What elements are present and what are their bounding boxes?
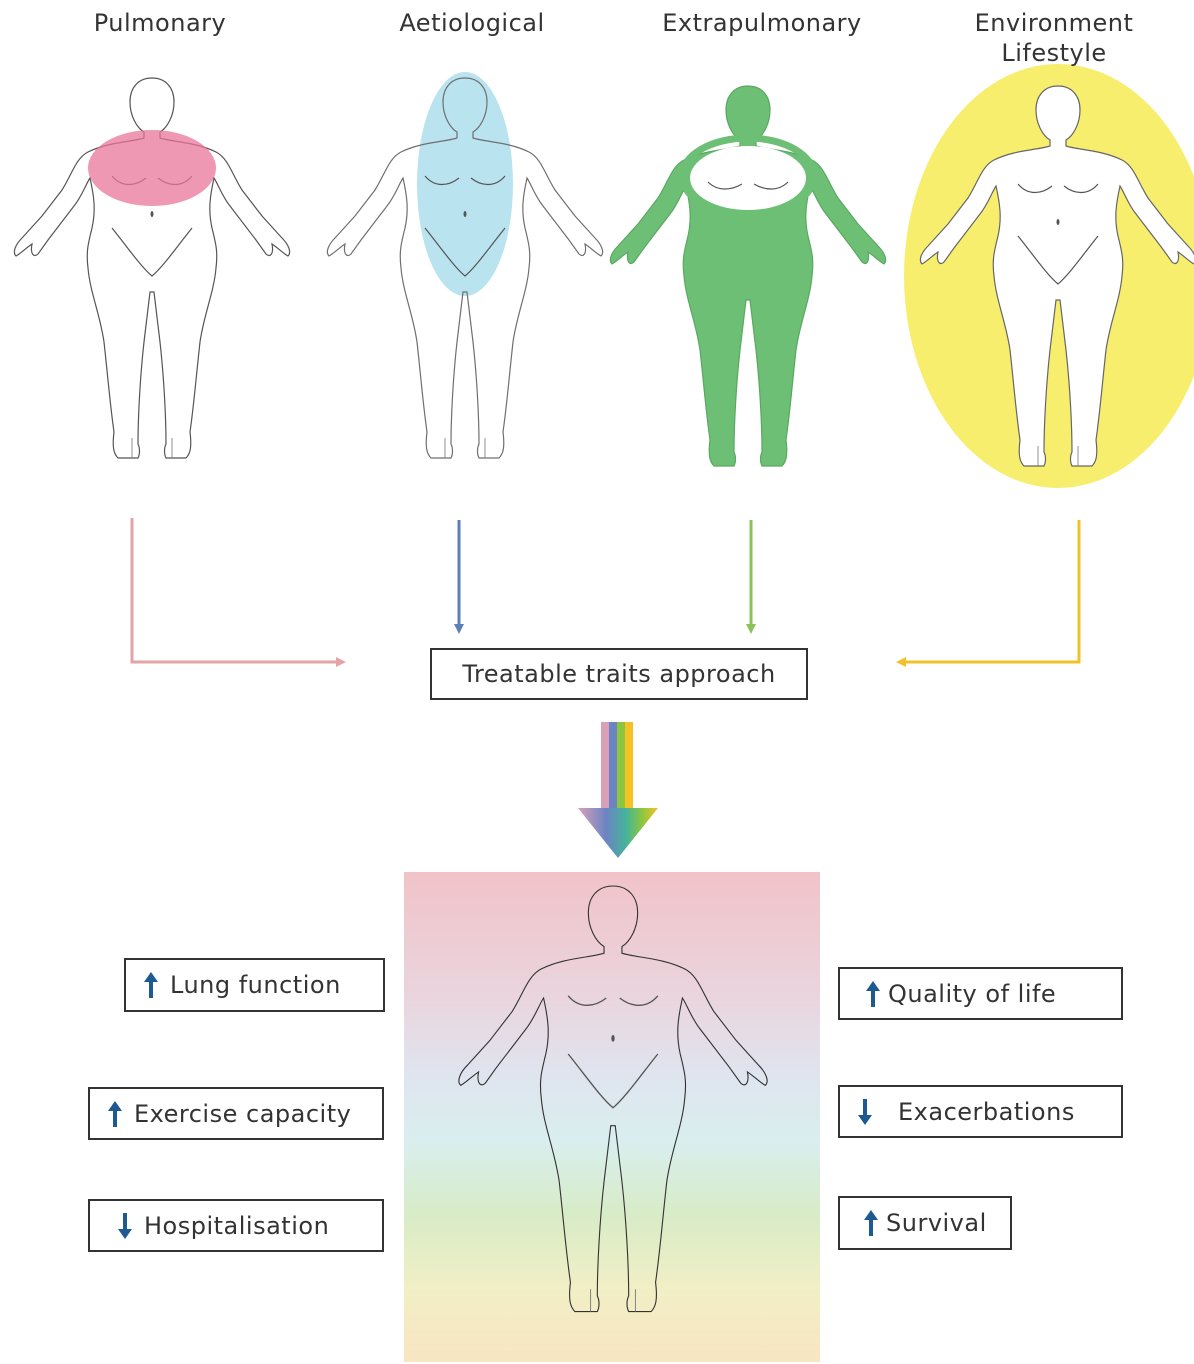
figure-environment xyxy=(904,64,1194,488)
arrow-environment xyxy=(896,520,1079,667)
outcome-survival: Survival xyxy=(838,1196,1012,1250)
outcome-quality-of-life: Quality of life xyxy=(838,967,1123,1020)
down-arrow-icon xyxy=(854,1095,876,1129)
up-arrow-icon xyxy=(860,1206,882,1240)
outcome-hospitalisation: Hospitalisation xyxy=(88,1199,384,1252)
up-arrow-icon xyxy=(862,977,884,1011)
down-arrow-icon xyxy=(114,1209,136,1243)
treatable-traits-box: Treatable traits approach xyxy=(430,648,808,700)
arrow-aetiological xyxy=(454,520,464,634)
title-environment: Environment Lifestyle xyxy=(944,8,1164,68)
outcome-exercise-capacity: Exercise capacity xyxy=(88,1087,384,1140)
up-arrow-icon xyxy=(104,1097,126,1131)
outcome-lung-function: Lung function xyxy=(124,958,385,1012)
torso-unfilled xyxy=(690,146,806,210)
aetiological-highlight xyxy=(417,72,513,296)
lung-highlight xyxy=(88,130,216,206)
combined-arrow xyxy=(578,722,658,858)
figure-pulmonary xyxy=(14,78,289,458)
outcome-panel xyxy=(404,872,820,1362)
title-aetiological: Aetiological xyxy=(372,8,572,38)
up-arrow-icon xyxy=(140,968,162,1002)
figure-extrapulmonary xyxy=(610,86,885,466)
arrow-extrapulmonary xyxy=(746,520,756,634)
figure-aetiological xyxy=(327,72,602,458)
arrow-pulmonary xyxy=(132,518,346,667)
title-pulmonary: Pulmonary xyxy=(60,8,260,38)
outcome-exacerbations: Exacerbations xyxy=(838,1085,1123,1138)
title-extrapulmonary: Extrapulmonary xyxy=(642,8,882,38)
